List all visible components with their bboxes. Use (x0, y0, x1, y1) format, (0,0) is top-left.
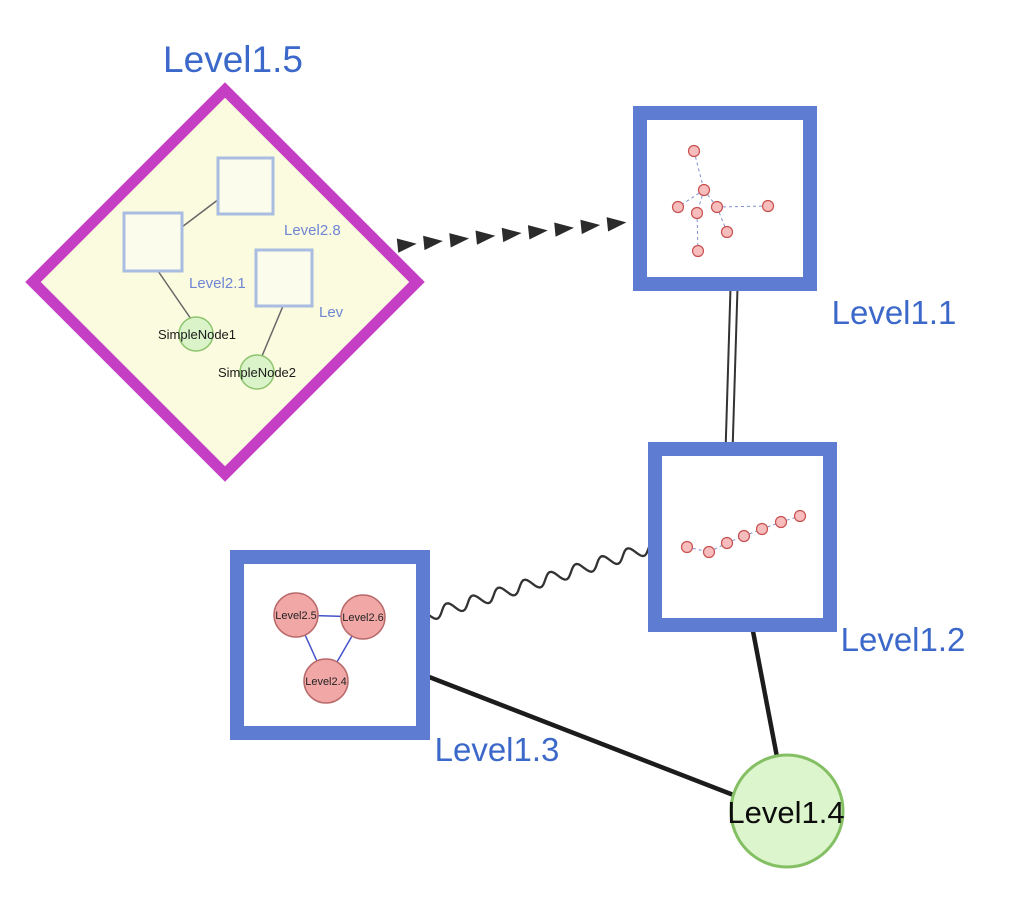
node-n11-8-shape[interactable] (761, 199, 775, 213)
node-level1-5: Level2.8Level2.1LevSimpleNode1SimpleNode… (25, 39, 425, 482)
node-level2-1-shape[interactable] (122, 211, 184, 273)
node-n11-8 (761, 199, 775, 213)
node-level2-1: Level2.1 (122, 211, 246, 292)
node-n11-5-shape[interactable] (710, 200, 724, 214)
node-level2-4: Level2.4 (303, 658, 349, 704)
node-level2-6-shape[interactable] (340, 594, 386, 640)
node-n11-3 (671, 200, 685, 214)
edge-level2-1-to-level2-8[interactable] (181, 198, 220, 228)
edge-m11-f[interactable] (696, 212, 699, 252)
node-n11-1 (687, 144, 701, 158)
edge-m11-a[interactable] (693, 150, 705, 191)
node-n12-3-shape[interactable] (720, 536, 734, 550)
node-n12-7-shape[interactable] (793, 509, 807, 523)
node-level1-1: Level1.1 (633, 106, 957, 331)
edge-level1-3-to-level1-4[interactable] (423, 672, 737, 799)
node-level2-8: Level2.8 (216, 156, 341, 239)
node-level1-4-shape[interactable] (729, 753, 845, 869)
node-level1-2-label: Level1.2 (841, 621, 966, 658)
node-n11-6-shape[interactable] (720, 225, 734, 239)
edge-level1-5-to-level1-1[interactable] (396, 217, 627, 253)
node-n11-6 (720, 225, 734, 239)
node-n12-2-shape[interactable] (702, 545, 716, 559)
node-simplenode1-shape[interactable] (178, 316, 214, 352)
node-n11-4 (690, 206, 704, 220)
node-n11-4-shape[interactable] (690, 206, 704, 220)
edge-level2-x-to-simplenode2[interactable] (261, 305, 284, 357)
node-n12-6-shape[interactable] (774, 515, 788, 529)
node-level1-4-label: Level1.4 (727, 795, 844, 830)
node-simplenode2: SimpleNode2 (218, 354, 296, 390)
node-n11-2 (697, 183, 711, 197)
node-n12-7 (793, 509, 807, 523)
node-n12-1-shape[interactable] (680, 540, 694, 554)
node-n11-3-shape[interactable] (671, 200, 685, 214)
node-n11-1-shape[interactable] (687, 144, 701, 158)
node-level1-2: Level1.2 (648, 442, 966, 658)
edge-m11-e[interactable] (716, 205, 769, 208)
node-n12-6 (774, 515, 788, 529)
node-n12-1 (680, 540, 694, 554)
node-level1-5-label: Level1.5 (163, 39, 303, 80)
node-level2-5-shape[interactable] (273, 592, 319, 638)
node-n11-7-shape[interactable] (691, 244, 705, 258)
edge-level1-2-to-level1-4[interactable] (749, 625, 780, 758)
node-n11-7 (691, 244, 705, 258)
node-level1-3-label: Level1.3 (435, 731, 560, 768)
node-level2-5: Level2.5 (273, 592, 319, 638)
node-simplenode1-label: SimpleNode1 (158, 327, 236, 342)
edge-level1-3-to-level1-2[interactable] (428, 539, 654, 621)
node-level2-1-label: Level2.1 (189, 275, 246, 292)
node-level1-4: Level1.4 (727, 753, 845, 869)
node-n12-2 (702, 545, 716, 559)
edge-m11-g[interactable] (716, 206, 728, 233)
node-simplenode2-shape[interactable] (239, 354, 275, 390)
node-level1-3-shape[interactable] (230, 550, 430, 740)
node-level2-x: Lev (254, 248, 344, 321)
node-level1-1-shape[interactable] (633, 106, 817, 291)
node-level2-8-label: Level2.8 (284, 222, 341, 239)
node-n12-4 (737, 529, 751, 543)
node-n11-2-shape[interactable] (697, 183, 711, 197)
node-n12-5 (755, 522, 769, 536)
node-n12-5-shape[interactable] (755, 522, 769, 536)
edge-level2-1-to-simplenode1[interactable] (157, 270, 192, 320)
node-level2-4-label: Level2.4 (305, 676, 347, 688)
node-level2-6: Level2.6 (340, 594, 386, 640)
node-level2-x-shape[interactable] (254, 248, 314, 308)
node-level2-6-label: Level2.6 (342, 612, 384, 624)
edge-level1-1-to-level1-2[interactable] (724, 287, 739, 453)
node-level2-8-shape[interactable] (216, 156, 275, 216)
node-level1-5-shape[interactable] (25, 82, 425, 482)
node-level1-1-label: Level1.1 (832, 294, 957, 331)
node-simplenode2-label: SimpleNode2 (218, 365, 296, 380)
node-n11-5 (710, 200, 724, 214)
node-level2-x-label: Lev (319, 304, 344, 321)
node-n12-3 (720, 536, 734, 550)
node-simplenode1: SimpleNode1 (158, 316, 236, 352)
node-level2-4-shape[interactable] (303, 658, 349, 704)
node-level2-5-label: Level2.5 (275, 610, 317, 622)
node-n12-4-shape[interactable] (737, 529, 751, 543)
